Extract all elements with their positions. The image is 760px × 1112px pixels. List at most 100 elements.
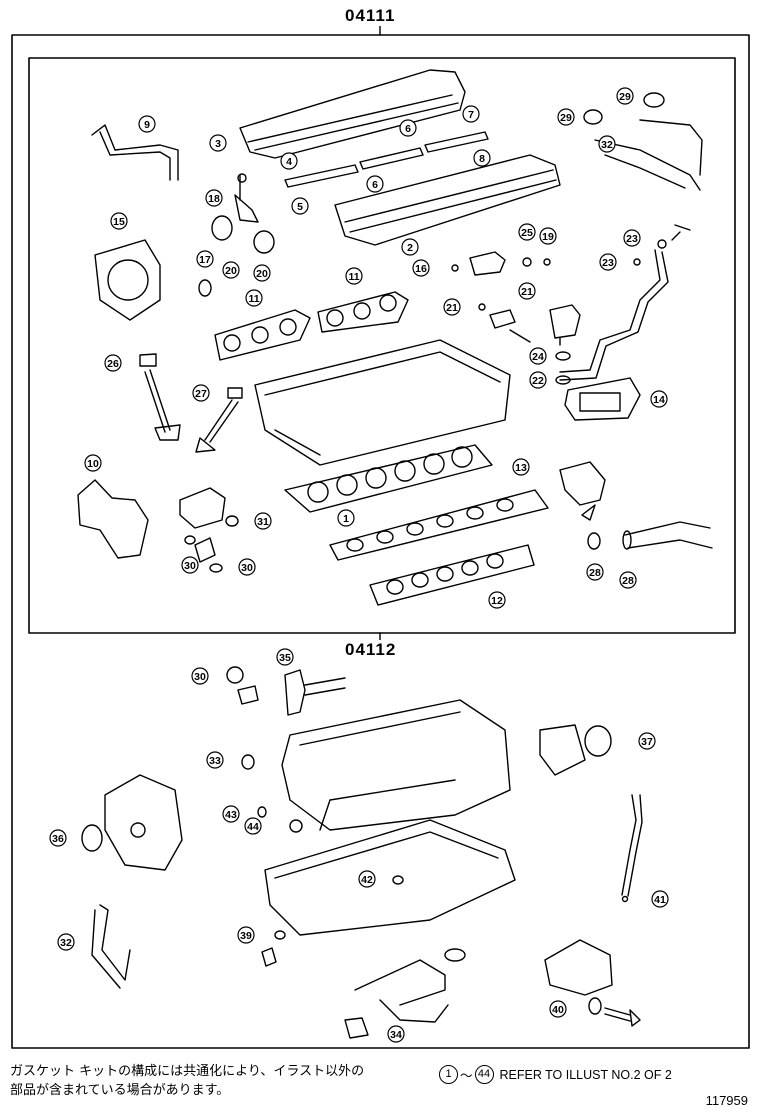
callout-circle — [549, 1000, 567, 1018]
callout-circle — [222, 805, 240, 823]
callout-label: 32 — [60, 937, 72, 949]
head-cover-lower-lip — [344, 169, 557, 233]
valve-26 — [144, 369, 181, 441]
hg-bore1 — [307, 481, 329, 503]
bolt-40 — [604, 1007, 641, 1027]
callout-label: 21 — [521, 286, 533, 298]
callout-28: 28 — [586, 563, 604, 581]
washer-19 — [543, 258, 551, 266]
callout-label: 42 — [361, 874, 373, 886]
callout-circle — [138, 115, 156, 133]
bolt-18 — [234, 174, 259, 223]
callout-21: 21 — [443, 298, 461, 316]
callout-circle — [192, 384, 210, 402]
callout-circle — [623, 229, 641, 247]
callout-circle — [619, 571, 637, 589]
callout-37: 37 — [638, 732, 656, 750]
callout-33: 33 — [206, 751, 224, 769]
head-cover-upper — [239, 69, 466, 159]
vsv-valve — [549, 304, 581, 346]
callout-circle — [291, 197, 309, 215]
callout-circle — [205, 189, 223, 207]
callout-label: 30 — [194, 671, 206, 683]
oring-17 — [198, 279, 212, 297]
callout-6: 6 — [399, 119, 417, 137]
callout-label: 29 — [560, 112, 572, 124]
oil-seal-37 — [584, 725, 612, 757]
callout-circle — [399, 119, 417, 137]
callout-label: 20 — [225, 265, 237, 277]
callout-label: 30 — [241, 562, 253, 574]
callout-label: 6 — [372, 179, 378, 191]
ex11a-port1 — [223, 334, 241, 352]
ex11a-port3 — [279, 318, 297, 336]
dipstick-guide — [621, 794, 643, 897]
ex11b-port3 — [379, 294, 397, 312]
seal-20b — [253, 230, 275, 254]
callout-circle — [586, 563, 604, 581]
ig13-p5 — [466, 506, 484, 520]
callout-14: 14 — [650, 390, 668, 408]
callout-label: 30 — [184, 560, 196, 572]
oring-39 — [274, 930, 286, 940]
callout-label: 25 — [521, 227, 533, 239]
callout-35: 35 — [276, 648, 294, 666]
range-start-badge: 1 — [439, 1065, 458, 1084]
callout-circle — [473, 149, 491, 167]
throttle-gasket-bore — [107, 259, 149, 301]
ig12-p2 — [411, 572, 429, 588]
callout-42: 42 — [358, 870, 376, 888]
ig12-p5 — [486, 553, 504, 569]
callout-label: 23 — [602, 257, 614, 269]
callout-10: 10 — [84, 454, 102, 472]
oil-strainer — [354, 959, 449, 1023]
air-inlet-pipe — [594, 119, 703, 191]
range-separator: 〜 — [460, 1069, 473, 1083]
ig13-p6 — [496, 498, 514, 512]
intake-gasket-14-port — [579, 392, 621, 412]
callout-circle — [529, 371, 547, 389]
callout-7: 7 — [462, 105, 480, 123]
cylinder-block-detail — [299, 711, 461, 831]
callout-31: 31 — [254, 512, 272, 530]
callout-30: 30 — [238, 558, 256, 576]
callout-label: 13 — [515, 462, 527, 474]
hg-bore5 — [423, 453, 445, 475]
callout-label: 9 — [144, 119, 150, 131]
callout-43: 43 — [222, 805, 240, 823]
callout-circle — [358, 870, 376, 888]
oring-29a — [583, 109, 603, 125]
callout-circle — [401, 238, 419, 256]
callout-29: 29 — [616, 87, 634, 105]
hg-bore6 — [451, 446, 473, 468]
drain-plug-42 — [392, 875, 404, 885]
valve-27 — [195, 399, 239, 453]
washer-23a — [657, 239, 667, 249]
ig12-p3 — [436, 566, 454, 582]
callout-8: 8 — [473, 149, 491, 167]
callout-label: 14 — [653, 394, 665, 406]
callout-1: 1 — [337, 509, 355, 527]
gasket-28b — [622, 530, 632, 550]
ig12-p1 — [386, 579, 404, 595]
callout-3: 3 — [209, 134, 227, 152]
callout-circle — [237, 926, 255, 944]
callout-circle — [191, 667, 209, 685]
callout-9: 9 — [138, 115, 156, 133]
callout-label: 34 — [390, 1029, 402, 1041]
callout-27: 27 — [192, 384, 210, 402]
callout-circle — [245, 289, 263, 307]
valve-seal-27 — [227, 387, 243, 399]
callout-label: 12 — [491, 595, 503, 607]
oring-44 — [289, 819, 303, 833]
callout-16: 16 — [412, 259, 430, 277]
oil-pipe — [559, 249, 669, 381]
fitting-30c — [237, 685, 259, 705]
ig13-p3 — [406, 522, 424, 536]
callout-11: 11 — [345, 267, 363, 285]
callout-circle — [462, 105, 480, 123]
callout-label: 10 — [87, 458, 99, 470]
callout-circle — [387, 1025, 405, 1043]
callout-circle — [222, 261, 240, 279]
